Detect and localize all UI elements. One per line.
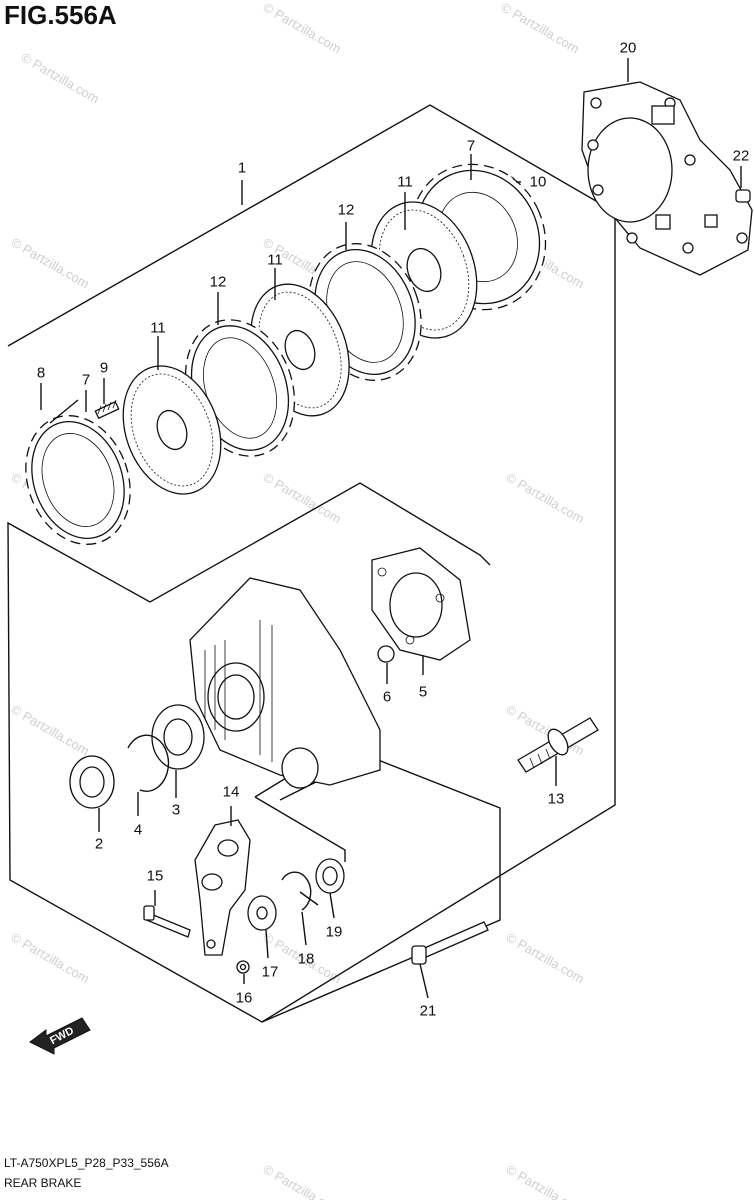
case-gasket xyxy=(371,547,471,661)
watermark: © Partzilla.com xyxy=(504,470,587,527)
watermark: © Partzilla.com xyxy=(261,0,344,56)
callout-5: 5 xyxy=(419,684,427,701)
bearing xyxy=(151,704,205,770)
watermark: © Partzilla.com xyxy=(9,930,92,987)
callout-20: 20 xyxy=(620,40,637,57)
callout-11: 11 xyxy=(267,252,283,269)
callout-13: 13 xyxy=(548,791,565,808)
callout-3: 3 xyxy=(172,802,180,819)
callout-12: 12 xyxy=(210,274,227,291)
pin xyxy=(49,399,79,424)
assembly-outline xyxy=(7,104,616,1023)
watermark: © Partzilla.com xyxy=(9,235,92,292)
watermark: © Partzilla.com xyxy=(19,50,102,107)
callout-11: 11 xyxy=(150,320,166,337)
callout-9: 9 xyxy=(100,360,108,377)
callout-8: 8 xyxy=(37,365,45,382)
friction-disc xyxy=(122,365,222,495)
callout-4: 4 xyxy=(134,822,142,839)
section-name: REAR BRAKE xyxy=(4,1176,82,1190)
oil-seal xyxy=(69,755,115,809)
figure-title: FIG.556A xyxy=(4,0,117,30)
callout-7: 7 xyxy=(82,372,90,389)
mounting-bolt xyxy=(411,921,489,965)
adjusting-bolt xyxy=(143,905,191,938)
dust-seal xyxy=(315,858,345,894)
callouts: 1 2 3 4 5 6 7 7 8 9 10 11 11 11 12 12 13… xyxy=(37,40,750,1020)
watermark: © Partzilla.com xyxy=(9,702,92,759)
return-spring xyxy=(281,871,319,911)
leader-lines xyxy=(40,58,742,999)
watermark: © Partzilla.com xyxy=(261,470,344,527)
callout-2: 2 xyxy=(95,836,103,853)
washer xyxy=(247,895,277,931)
gasket-cover xyxy=(581,81,753,276)
assembly-inner-line xyxy=(254,796,346,862)
brake-case xyxy=(189,577,381,789)
circlip xyxy=(127,734,170,792)
watermark: © Partzilla.com xyxy=(499,0,582,56)
fwd-arrow: FWD xyxy=(29,1017,91,1055)
callout-18: 18 xyxy=(298,951,315,968)
callout-22: 22 xyxy=(733,148,750,165)
brake-plate xyxy=(25,415,131,545)
callout-10: 10 xyxy=(530,174,547,191)
figure-code: LT-A750XPL5_P28_P33_556A xyxy=(4,1156,169,1170)
dowel-pin xyxy=(735,189,751,203)
callout-11: 11 xyxy=(397,174,413,191)
callout-1: 1 xyxy=(238,160,246,177)
callout-15: 15 xyxy=(147,868,164,885)
callout-12: 12 xyxy=(338,202,355,219)
steel-ball xyxy=(377,645,395,663)
lock-nut xyxy=(236,960,250,974)
watermark: © Partzilla.com xyxy=(504,1162,587,1200)
callout-21: 21 xyxy=(420,1003,437,1020)
callout-7: 7 xyxy=(467,138,475,155)
callout-17: 17 xyxy=(262,964,279,981)
spring xyxy=(94,399,120,420)
brake-shaft xyxy=(517,717,599,773)
callout-16: 16 xyxy=(236,990,253,1007)
callout-6: 6 xyxy=(383,689,391,706)
callout-19: 19 xyxy=(326,924,343,941)
callout-14: 14 xyxy=(223,784,240,801)
brake-lever xyxy=(194,819,251,956)
watermark: © Partzilla.com xyxy=(261,1162,344,1200)
watermark: © Partzilla.com xyxy=(504,930,587,987)
